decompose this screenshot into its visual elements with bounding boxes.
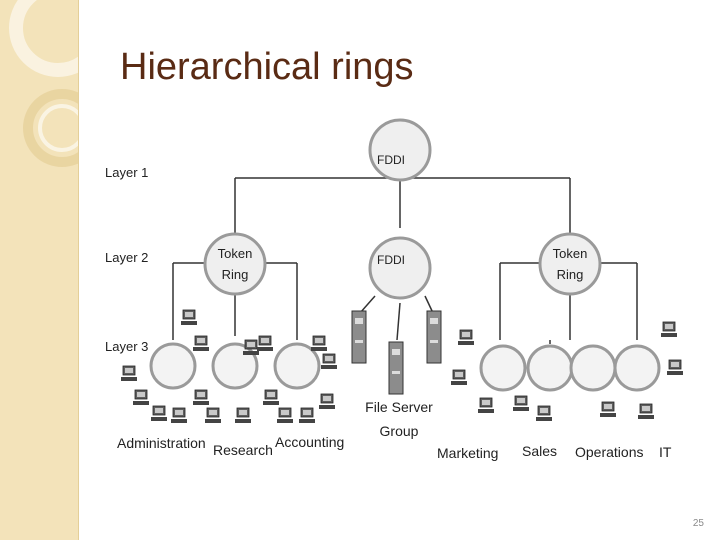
- token-ring-right: Token Ring: [538, 232, 602, 296]
- computer-icon: [257, 335, 273, 351]
- file-server-label-line1: File Server: [365, 399, 433, 415]
- group-label-it: IT: [659, 444, 672, 460]
- file-servers: [351, 310, 442, 395]
- computer-icon: [243, 339, 259, 355]
- token-ring-left: Token Ring: [203, 232, 267, 296]
- computer-icon: [193, 335, 209, 351]
- core-ring-label: FDDI: [377, 153, 405, 167]
- svg-text:Ring: Ring: [222, 267, 249, 282]
- computer-icon: [478, 397, 494, 413]
- group-label-marketing: Marketing: [437, 445, 498, 461]
- layer-2-label: Layer 2: [105, 250, 148, 265]
- computer-icon: [121, 365, 137, 381]
- group-label-research: Research: [213, 442, 273, 458]
- workgroup-rings: [149, 342, 661, 392]
- computer-icon: [205, 407, 221, 423]
- computer-icon: [638, 403, 654, 419]
- network-diagram: FDDI Token Ring FDDI Token Ring Layer 1 …: [95, 108, 695, 478]
- svg-text:FDDI: FDDI: [377, 253, 405, 267]
- group-label-accounting: Accounting: [275, 434, 344, 450]
- sidebar-decoration: [0, 0, 79, 540]
- core-ring: FDDI: [368, 118, 432, 182]
- group-label-administration: Administration: [117, 435, 206, 451]
- computer-icon: [171, 407, 187, 423]
- computer-icon: [299, 407, 315, 423]
- slide-title: Hierarchical rings: [120, 46, 414, 88]
- computer-icon: [661, 321, 677, 337]
- computer-icon: [311, 335, 327, 351]
- svg-text:Ring: Ring: [557, 267, 584, 282]
- computer-icon: [667, 359, 683, 375]
- file-server-label-line2: Group: [380, 423, 419, 439]
- layer-3-label: Layer 3: [105, 339, 148, 354]
- computer-icon: [151, 405, 167, 421]
- computer-icon: [133, 389, 149, 405]
- group-label-sales: Sales: [522, 443, 557, 459]
- computer-icon: [458, 329, 474, 345]
- computer-icon: [193, 389, 209, 405]
- fddi-ring-middle: FDDI: [368, 236, 432, 300]
- computer-icon: [235, 407, 251, 423]
- computer-icon: [451, 369, 467, 385]
- computer-icon: [321, 353, 337, 369]
- computer-icon: [513, 395, 529, 411]
- computer-icon: [277, 407, 293, 423]
- computer-icon: [319, 393, 335, 409]
- computer-icon: [263, 389, 279, 405]
- slide-number: 25: [692, 518, 704, 529]
- group-label-operations: Operations: [575, 444, 643, 460]
- svg-text:Token: Token: [553, 246, 588, 261]
- computer-icon: [536, 405, 552, 421]
- workstation-icons: [121, 309, 683, 423]
- svg-text:Token: Token: [218, 246, 253, 261]
- computer-icon: [181, 309, 197, 325]
- computer-icon: [600, 401, 616, 417]
- layer-1-label: Layer 1: [105, 165, 148, 180]
